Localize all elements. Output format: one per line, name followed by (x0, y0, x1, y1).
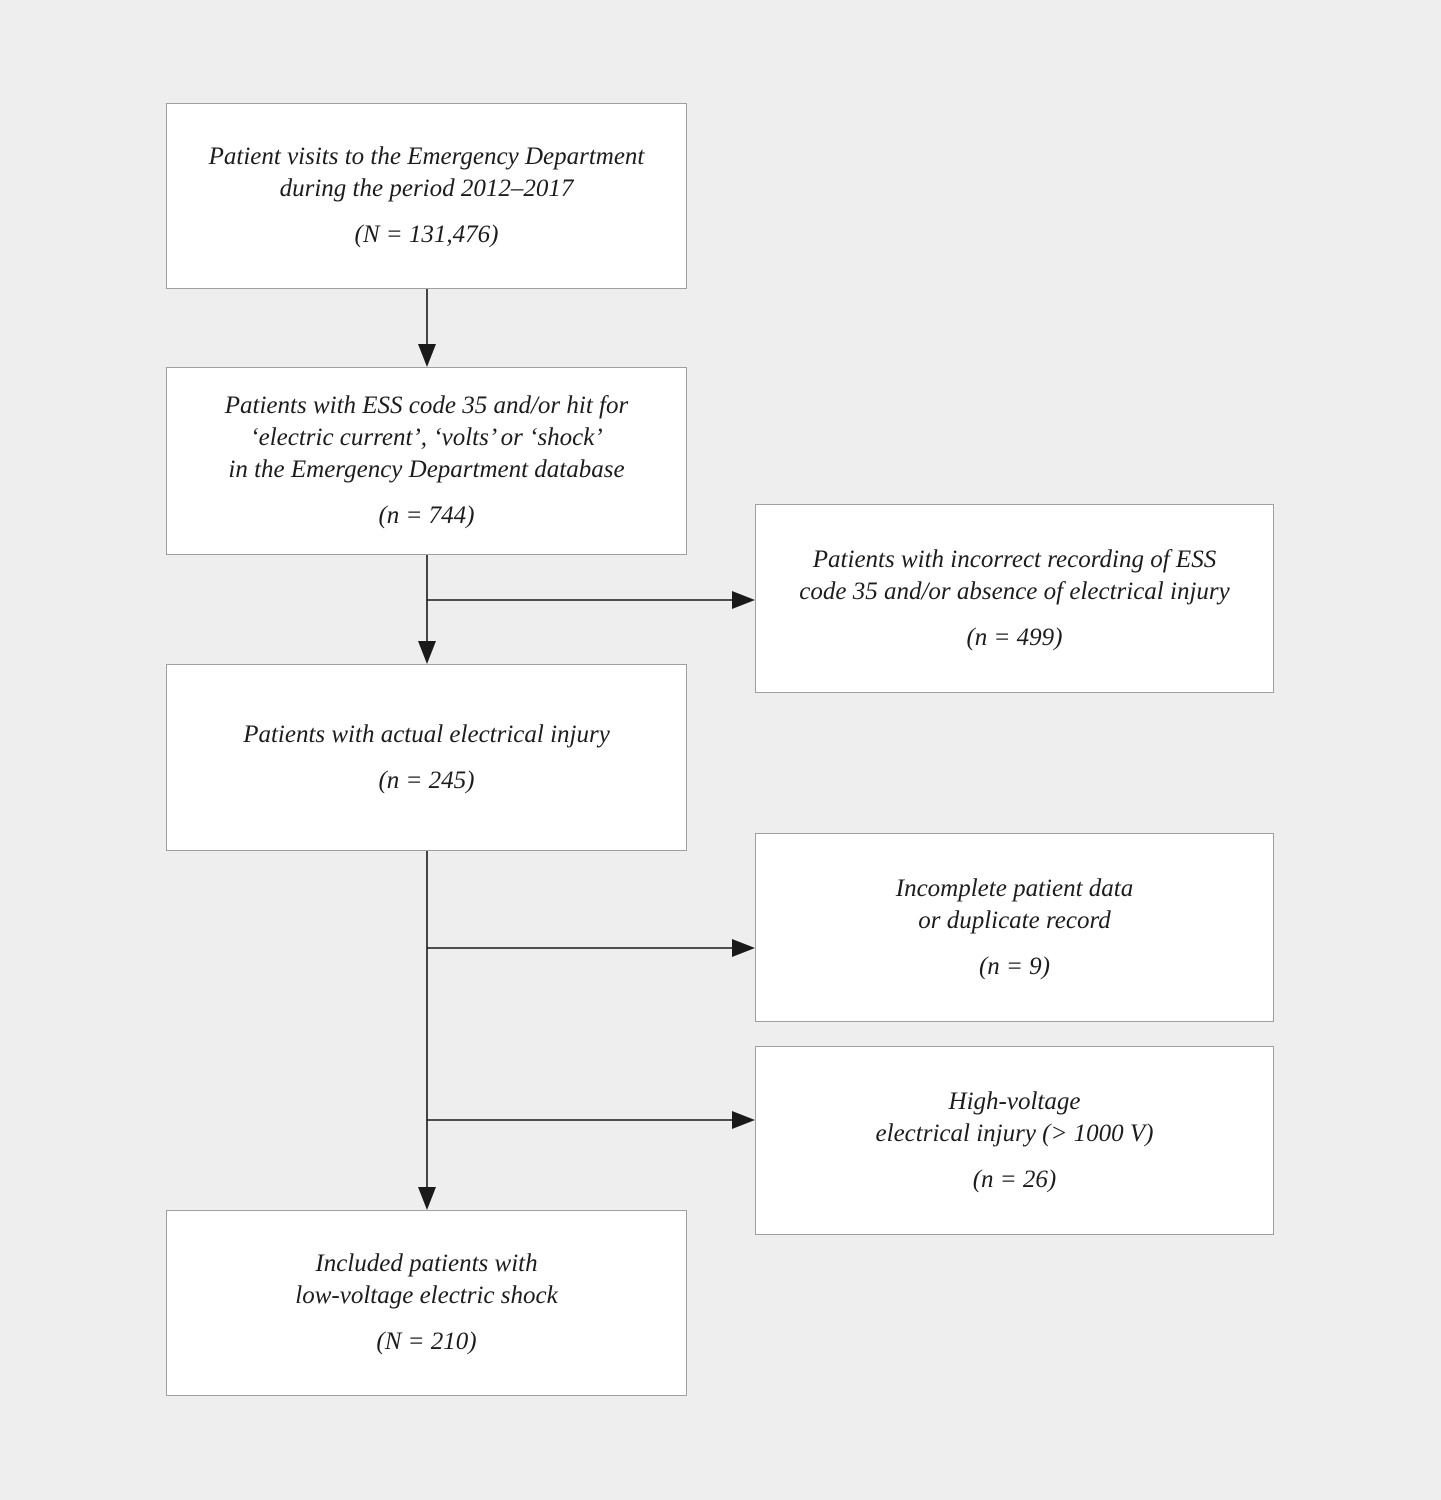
node-line: Patients with ESS code 35 and/or hit for (224, 392, 629, 419)
node-line: electrical injury (> 1000 V) (875, 1119, 1154, 1147)
node-line: during the period 2012–2017 (279, 175, 574, 202)
node-line: Patients with actual electrical injury (243, 720, 610, 748)
arrowhead-down-actual (418, 641, 436, 664)
node-incomplete-data: Incomplete patient data or duplicate rec… (755, 833, 1274, 1022)
node-actual-injury: Patients with actual electrical injury (… (166, 664, 687, 851)
node-line: Included patients with (315, 1250, 538, 1277)
node-line: low-voltage electric shock (295, 1282, 558, 1309)
node-count: (n = 744) (378, 502, 475, 529)
node-count: (N = 210) (376, 1328, 477, 1355)
node-patient-visits: Patient visits to the Emergency Departme… (166, 103, 687, 289)
node-ess-code-hits: Patients with ESS code 35 and/or hit for… (166, 367, 687, 555)
node-count: (N = 131,476) (354, 221, 499, 248)
node-line: High-voltage (948, 1087, 1081, 1115)
node-count: (n = 26) (972, 1165, 1057, 1193)
node-incorrect-recording: Patients with incorrect recording of ESS… (755, 504, 1274, 693)
node-count: (n = 499) (966, 623, 1063, 651)
arrowhead-right-highvoltage (732, 1111, 755, 1129)
node-high-voltage: High-voltage electrical injury (> 1000 V… (755, 1046, 1274, 1235)
node-line: code 35 and/or absence of electrical inj… (799, 577, 1230, 605)
arrowhead-right-incomplete (732, 939, 755, 957)
node-line: ‘electric current’, ‘volts’ or ‘shock’ (250, 424, 603, 451)
node-count: (n = 9) (978, 952, 1051, 980)
node-line: or duplicate record (918, 906, 1111, 934)
arrowhead-down-ess (418, 344, 436, 367)
arrowhead-down-included (418, 1187, 436, 1210)
arrowhead-right-incorrect (732, 591, 755, 609)
node-line: in the Emergency Department database (228, 456, 625, 483)
node-line: Patients with incorrect recording of ESS (812, 545, 1217, 573)
node-included-patients: Included patients with low-voltage elect… (166, 1210, 687, 1396)
node-line: Incomplete patient data (895, 874, 1134, 902)
node-line: Patient visits to the Emergency Departme… (208, 143, 645, 170)
node-count: (n = 245) (378, 766, 475, 794)
